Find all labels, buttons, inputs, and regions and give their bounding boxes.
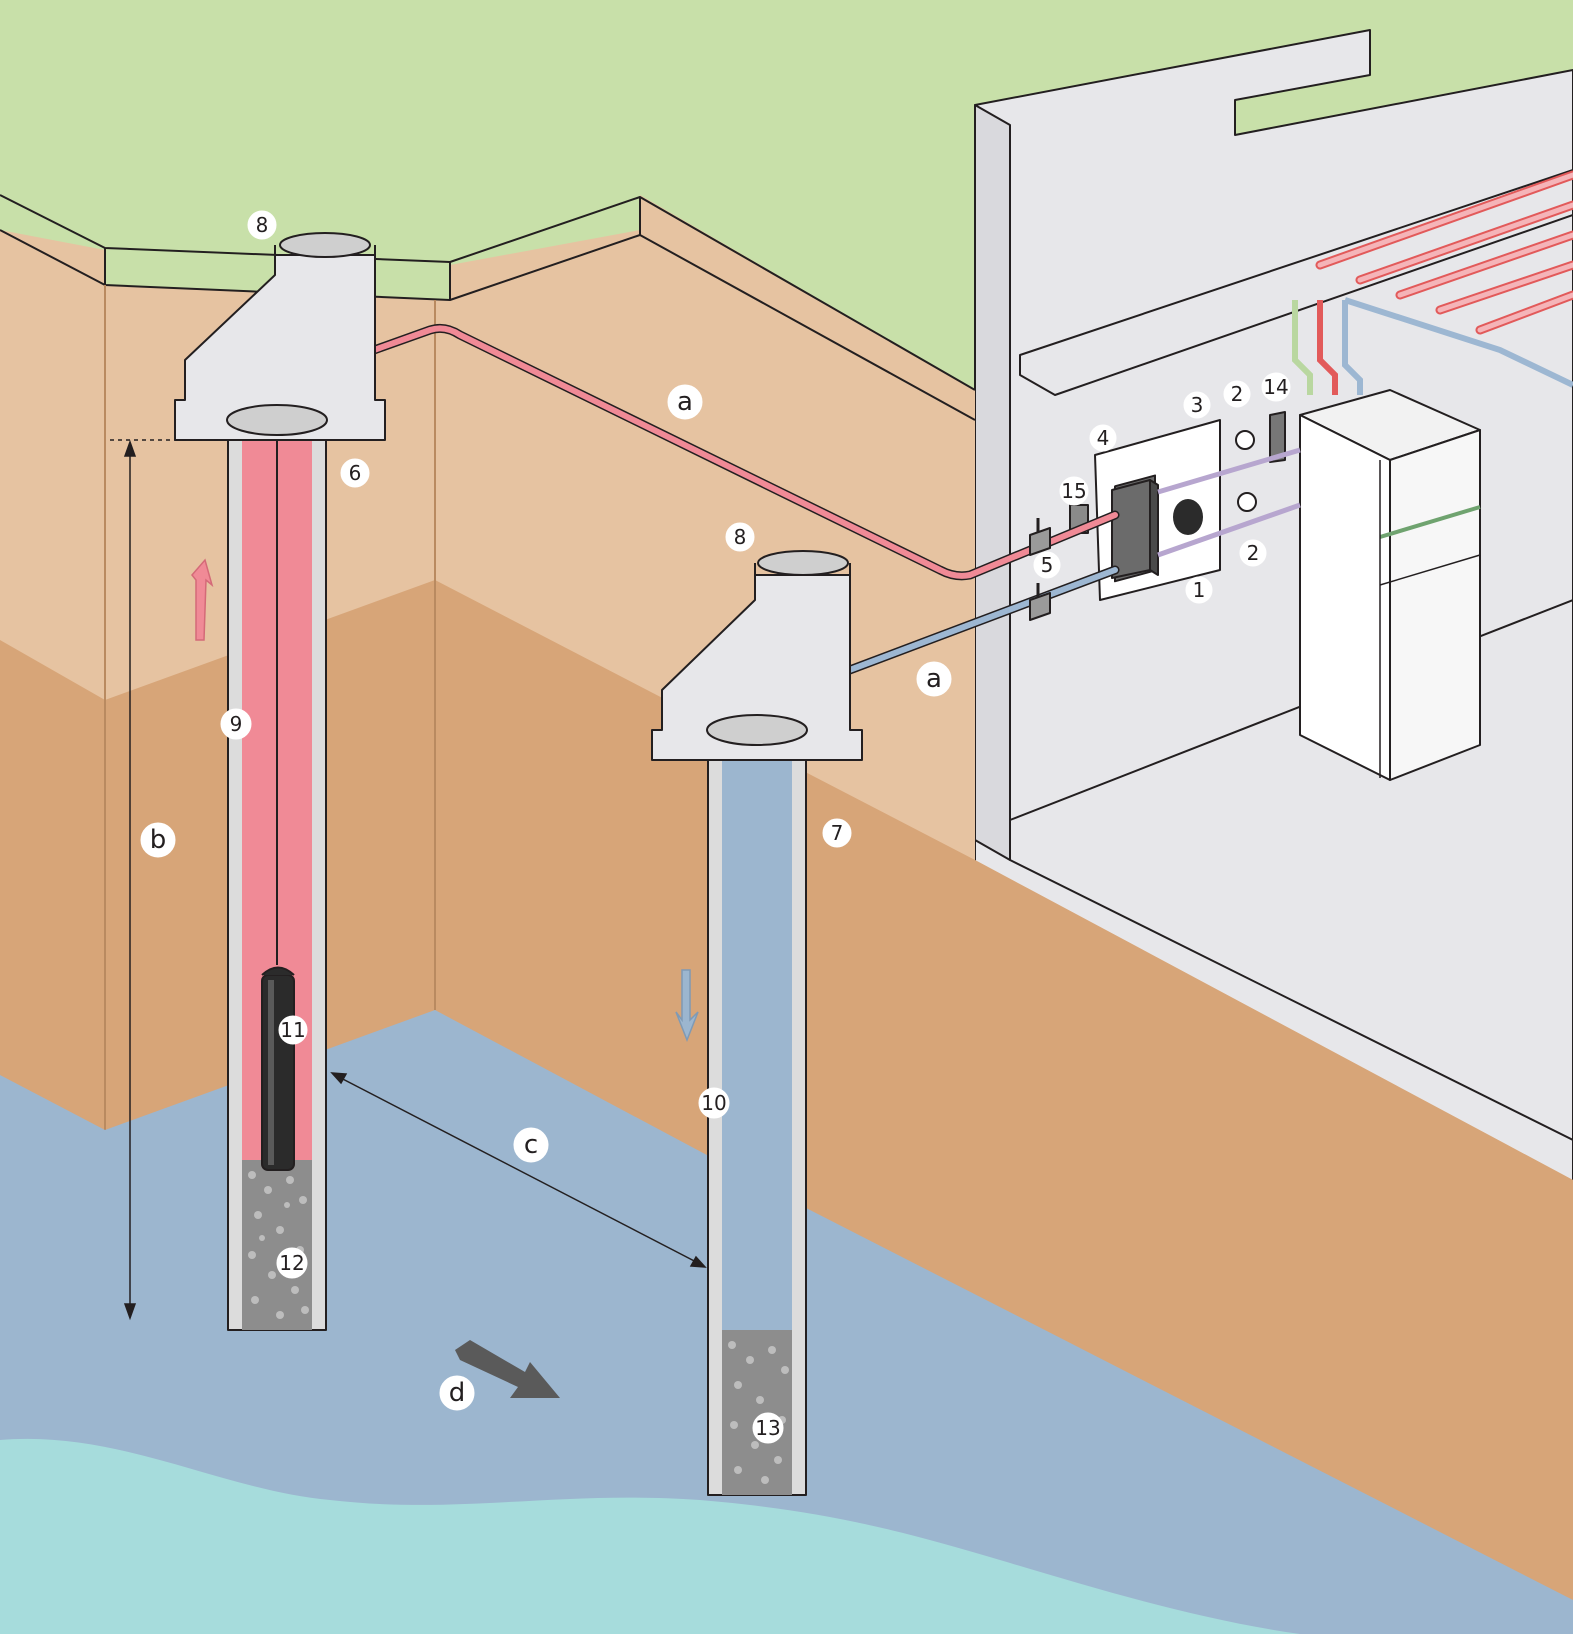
callout-9: 9	[220, 708, 252, 740]
callout-14: 14	[1261, 372, 1291, 402]
label-b: b	[150, 825, 167, 855]
label-a: a	[926, 664, 942, 694]
extraction-well	[227, 429, 327, 1331]
label-2: 2	[1231, 382, 1244, 406]
dimension-c	[330, 1072, 707, 1268]
label-9: 9	[230, 712, 243, 736]
label-11: 11	[280, 1018, 305, 1042]
label-5: 5	[1041, 553, 1054, 577]
label-1: 1	[1193, 578, 1206, 602]
label-a: a	[677, 387, 693, 417]
callout-15: 15	[1059, 476, 1089, 506]
callout-8-right: 8	[725, 522, 755, 552]
label-4: 4	[1097, 426, 1110, 450]
callout-a-upper: a	[667, 384, 703, 420]
label-8: 8	[734, 525, 747, 549]
callout-8-left: 8	[247, 210, 277, 240]
callout-13: 13	[752, 1412, 784, 1444]
label-14: 14	[1263, 375, 1288, 399]
callout-10: 10	[698, 1087, 730, 1119]
label-13: 13	[755, 1416, 780, 1440]
deep-aquifer	[0, 1438, 1300, 1634]
gravel-fill-12	[248, 1171, 309, 1319]
riser-pipes	[1292, 297, 1573, 395]
callout-b: b	[140, 822, 176, 858]
label-10: 10	[701, 1091, 726, 1115]
well-cover-left	[174, 232, 386, 441]
callout-1: 1	[1185, 576, 1213, 604]
label-3: 3	[1191, 393, 1204, 417]
gravel-fill-13	[728, 1341, 789, 1484]
label-7: 7	[831, 821, 844, 845]
callout-7: 7	[822, 818, 852, 848]
well-cover-right	[651, 550, 863, 761]
arrow-up-icon	[191, 558, 214, 641]
label-6: 6	[349, 461, 362, 485]
label-2: 2	[1247, 541, 1260, 565]
submersible-pump	[261, 966, 295, 1171]
label-d: d	[449, 1378, 466, 1408]
arrow-down-icon	[675, 969, 699, 1043]
callout-4: 4	[1089, 424, 1117, 452]
callout-2-lower: 2	[1239, 539, 1267, 567]
label-c: c	[524, 1130, 538, 1160]
shutoff-valves	[1029, 518, 1051, 621]
heat-pump-unit	[1299, 389, 1481, 781]
callout-12: 12	[276, 1247, 308, 1279]
callout-2-upper: 2	[1223, 380, 1251, 408]
callout-3: 3	[1183, 391, 1211, 419]
label-12: 12	[279, 1251, 304, 1275]
label-8: 8	[256, 213, 269, 237]
callout-a-lower: a	[916, 661, 952, 697]
callout-6: 6	[340, 458, 370, 488]
underfloor-heating-pipes	[1315, 170, 1573, 335]
heat-exchanger-station	[1069, 411, 1301, 601]
callout-11: 11	[278, 1015, 308, 1045]
callout-5: 5	[1033, 551, 1061, 579]
callout-d: d	[439, 1375, 475, 1411]
flow-direction-arrow-icon	[455, 1340, 560, 1398]
house-wall-edge	[974, 104, 1011, 861]
dimension-b	[110, 439, 220, 1321]
label-15: 15	[1061, 479, 1086, 503]
injection-well	[707, 734, 807, 1496]
callout-c: c	[513, 1127, 549, 1163]
